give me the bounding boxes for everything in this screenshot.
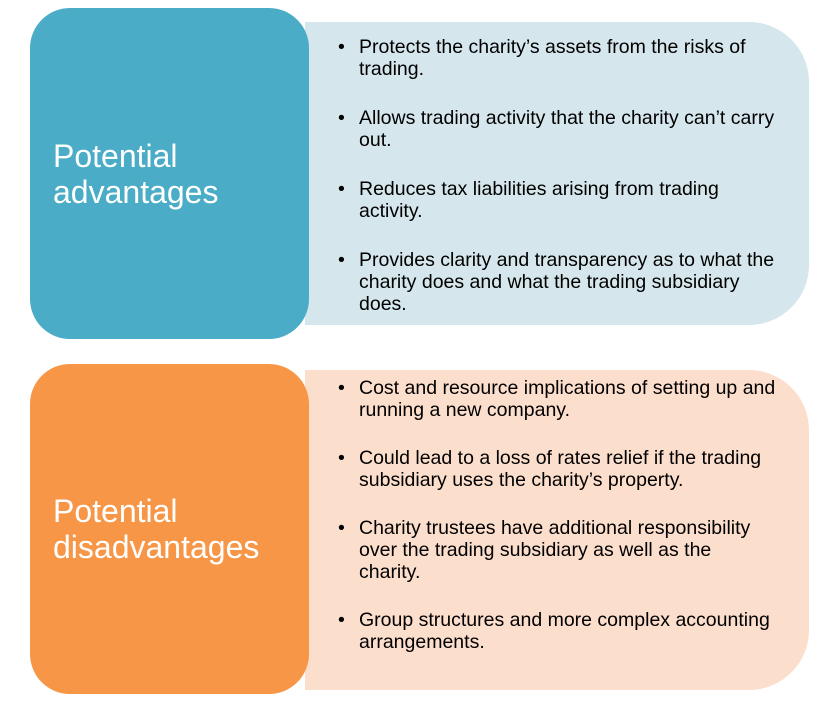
disadvantages-item: Group structures and more complex accoun… <box>338 609 778 653</box>
advantages-label-line2: advantages <box>53 173 219 210</box>
disadvantages-item: Cost and resource implications of settin… <box>338 377 778 421</box>
advantages-item: Allows trading activity that the charity… <box>338 107 778 151</box>
advantages-item: Protects the charity’s assets from the r… <box>338 36 778 80</box>
disadvantages-item: Charity trustees have additional respons… <box>338 517 778 583</box>
advantages-label-line1: Potential <box>53 137 178 174</box>
advantages-item: Reduces tax liabilities arising from tra… <box>338 178 778 222</box>
disadvantages-label-line2: disadvantages <box>53 529 260 565</box>
advantages-label: Potential advantages <box>53 138 218 210</box>
advantages-list: Protects the charity’s assets from the r… <box>338 36 778 315</box>
disadvantages-label: Potential disadvantages <box>53 493 259 565</box>
advantages-label-box: Potential advantages <box>30 8 309 339</box>
disadvantages-list: Cost and resource implications of settin… <box>338 377 778 653</box>
disadvantages-item: Could lead to a loss of rates relief if … <box>338 447 778 491</box>
disadvantages-label-line1: Potential <box>53 493 178 529</box>
advantages-item: Provides clarity and transparency as to … <box>338 249 778 315</box>
disadvantages-label-box: Potential disadvantages <box>30 364 309 694</box>
